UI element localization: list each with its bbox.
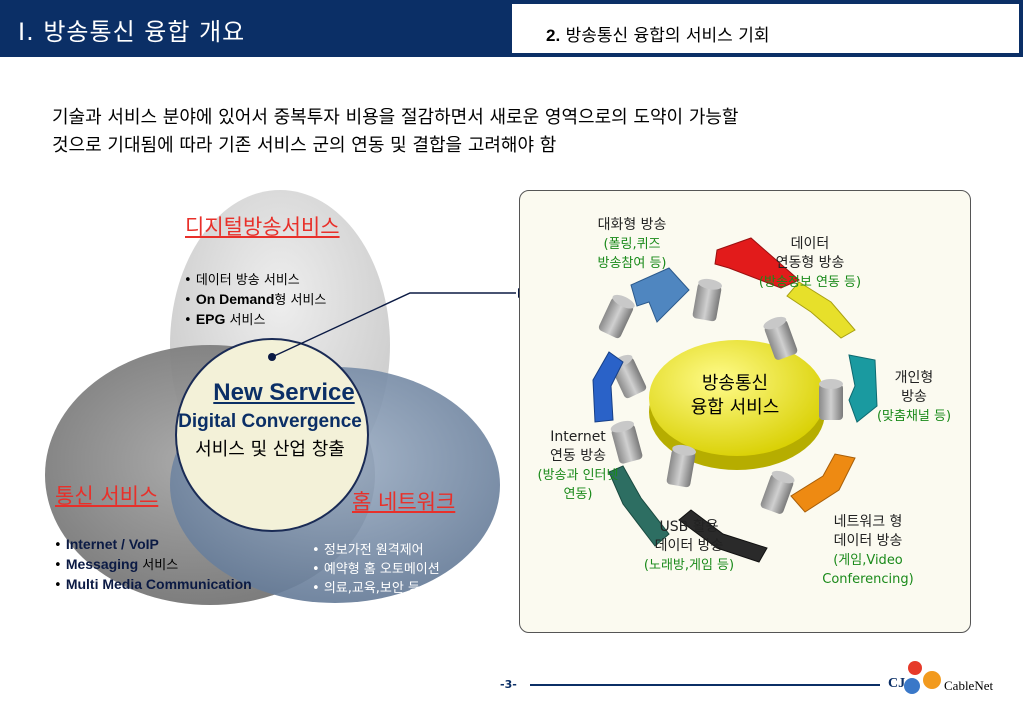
subsection-title-text: 방송통신 융합의 서비스 기회 xyxy=(565,26,770,46)
digital-item-2: • On Demand형 서비스 xyxy=(184,291,327,308)
venn-list-telecom: • Internet / VoIP • Messaging 서비스 • Mult… xyxy=(54,535,252,595)
telecom-item-2: • Messaging 서비스 xyxy=(54,556,179,573)
dialog-sub-1: (폴링,퀴즈 xyxy=(603,237,661,252)
service-label-internet: Internet 연동 방송 (방송과 인터넷 연동) xyxy=(520,428,636,504)
service-label-usb: USB 활용 데이터 방송 (노래방,게임 등) xyxy=(628,518,750,575)
cylinder-5 xyxy=(760,470,795,514)
dialog-sub-2: 방송참여 등) xyxy=(597,256,667,271)
cylinder-7 xyxy=(610,420,643,464)
home-item-1: • 정보가전 원격제어 xyxy=(312,543,424,558)
cylinder-3 xyxy=(763,316,798,360)
hub-label-line-2: 융합 서비스 xyxy=(690,397,780,418)
center-title: New Service xyxy=(213,379,355,406)
center-subtitle-2: 서비스 및 산업 창출 xyxy=(195,439,345,460)
usb-name-2: 데이터 방송 xyxy=(654,538,724,554)
telecom-item-3: • Multi Media Communication xyxy=(54,576,252,593)
dialog-name: 대화형 방송 xyxy=(597,217,667,233)
center-subtitle: Digital Convergence xyxy=(178,411,362,432)
segment-data-link xyxy=(714,237,800,289)
intro-line-2: 것으로 기대됨에 따라 기존 서비스 군의 연동 및 결합을 고려해야 함 xyxy=(52,135,557,156)
network-sub-1: (게임,Video xyxy=(833,553,903,568)
service-label-data-link: 데이터 연동형 방송 (방송정보 연동 등) xyxy=(742,235,878,292)
logo-cablenet-text: CableNet xyxy=(944,678,994,693)
subsection-title: 2. 방송통신 융합의 서비스 기회 xyxy=(546,21,770,46)
hub-label: 방송통신 융합 서비스 xyxy=(660,372,810,420)
telecom-item-1: • Internet / VoIP xyxy=(54,536,159,553)
cj-logo-icon xyxy=(904,661,941,694)
footer-divider xyxy=(530,684,880,686)
logo-cj-text: CJ xyxy=(888,676,906,691)
internet-sub-1: (방송과 인터넷 xyxy=(537,468,619,483)
cylinder-1 xyxy=(598,294,635,339)
hub-disc xyxy=(649,340,825,456)
network-name-2: 데이터 방송 xyxy=(833,533,903,549)
internet-name-1: Internet xyxy=(550,429,606,445)
personal-name-2: 방송 xyxy=(901,389,927,405)
service-label-personal: 개인형 방송 (맞춤채널 등) xyxy=(866,369,962,426)
cylinder-4 xyxy=(819,379,843,420)
connector-arrow-line xyxy=(271,292,516,358)
segment-personal xyxy=(848,354,878,423)
service-label-network: 네트워크 형 데이터 방송 (게임,Video Conferencing) xyxy=(808,513,928,589)
segment-dialog xyxy=(630,267,690,323)
venn-diagram xyxy=(45,190,526,605)
data-link-sub-1: (방송정보 연동 등) xyxy=(758,275,862,290)
usb-name-1: USB 활용 xyxy=(659,519,719,535)
internet-sub-2: 연동) xyxy=(563,487,593,502)
home-item-3: • 의료,교육,보안 등 xyxy=(312,581,420,596)
home-item-2: • 예약형 홈 오토메이션 xyxy=(312,562,440,577)
header-section-bar: Ⅰ. 방송통신 융합 개요 xyxy=(0,0,512,57)
subsection-number: 2. xyxy=(546,26,561,45)
hub-label-line-1: 방송통신 xyxy=(701,373,769,394)
data-link-name-1: 데이터 xyxy=(790,236,830,252)
segment-network xyxy=(790,453,856,513)
usb-sub-1: (노래방,게임 등) xyxy=(643,558,735,573)
section-title: Ⅰ. 방송통신 융합 개요 xyxy=(18,18,246,46)
digital-item-1: • 데이터 방송 서비스 xyxy=(184,273,300,288)
digital-item-3: • EPG 서비스 xyxy=(184,311,266,328)
cylinder-6 xyxy=(666,444,696,488)
venn-title-home: 홈 네트워크 xyxy=(352,490,456,514)
cylinder-2 xyxy=(692,278,722,322)
venn-list-digital: • 데이터 방송 서비스 • On Demand형 서비스 • EPG 서비스 xyxy=(184,270,326,330)
page-number: -3- xyxy=(500,678,517,691)
internet-name-2: 연동 방송 xyxy=(550,448,606,464)
network-sub-2: Conferencing) xyxy=(822,572,914,587)
data-link-name-2: 연동형 방송 xyxy=(775,255,845,271)
segment-internet xyxy=(608,465,670,547)
segment-data-link-2 xyxy=(786,281,856,339)
intro-paragraph: 기술과 서비스 분야에 있어서 중복투자 비용을 절감하면서 새로운 영역으로의… xyxy=(52,104,932,160)
venn-center-circle xyxy=(175,338,369,532)
personal-sub-1: (맞춤채널 등) xyxy=(876,409,952,424)
network-name-1: 네트워크 형 xyxy=(833,514,903,530)
personal-name-1: 개인형 xyxy=(894,370,934,386)
service-label-dialog: 대화형 방송 (폴링,퀴즈 방송참여 등) xyxy=(578,216,686,273)
intro-line-1: 기술과 서비스 분야에 있어서 중복투자 비용을 절감하면서 새로운 영역으로의… xyxy=(52,107,739,128)
venn-title-digital: 디지털방송서비스 xyxy=(185,215,340,239)
segment-left xyxy=(592,351,624,423)
service-ring-diagram xyxy=(592,237,878,563)
segment-usb xyxy=(678,509,768,563)
venn-list-home: • 정보가전 원격제어 • 예약형 홈 오토메이션 • 의료,교육,보안 등 xyxy=(312,541,440,598)
venn-title-telecom: 통신 서비스 xyxy=(55,484,159,508)
header-subsection-bar: 2. 방송통신 융합의 서비스 기회 xyxy=(512,0,1023,57)
